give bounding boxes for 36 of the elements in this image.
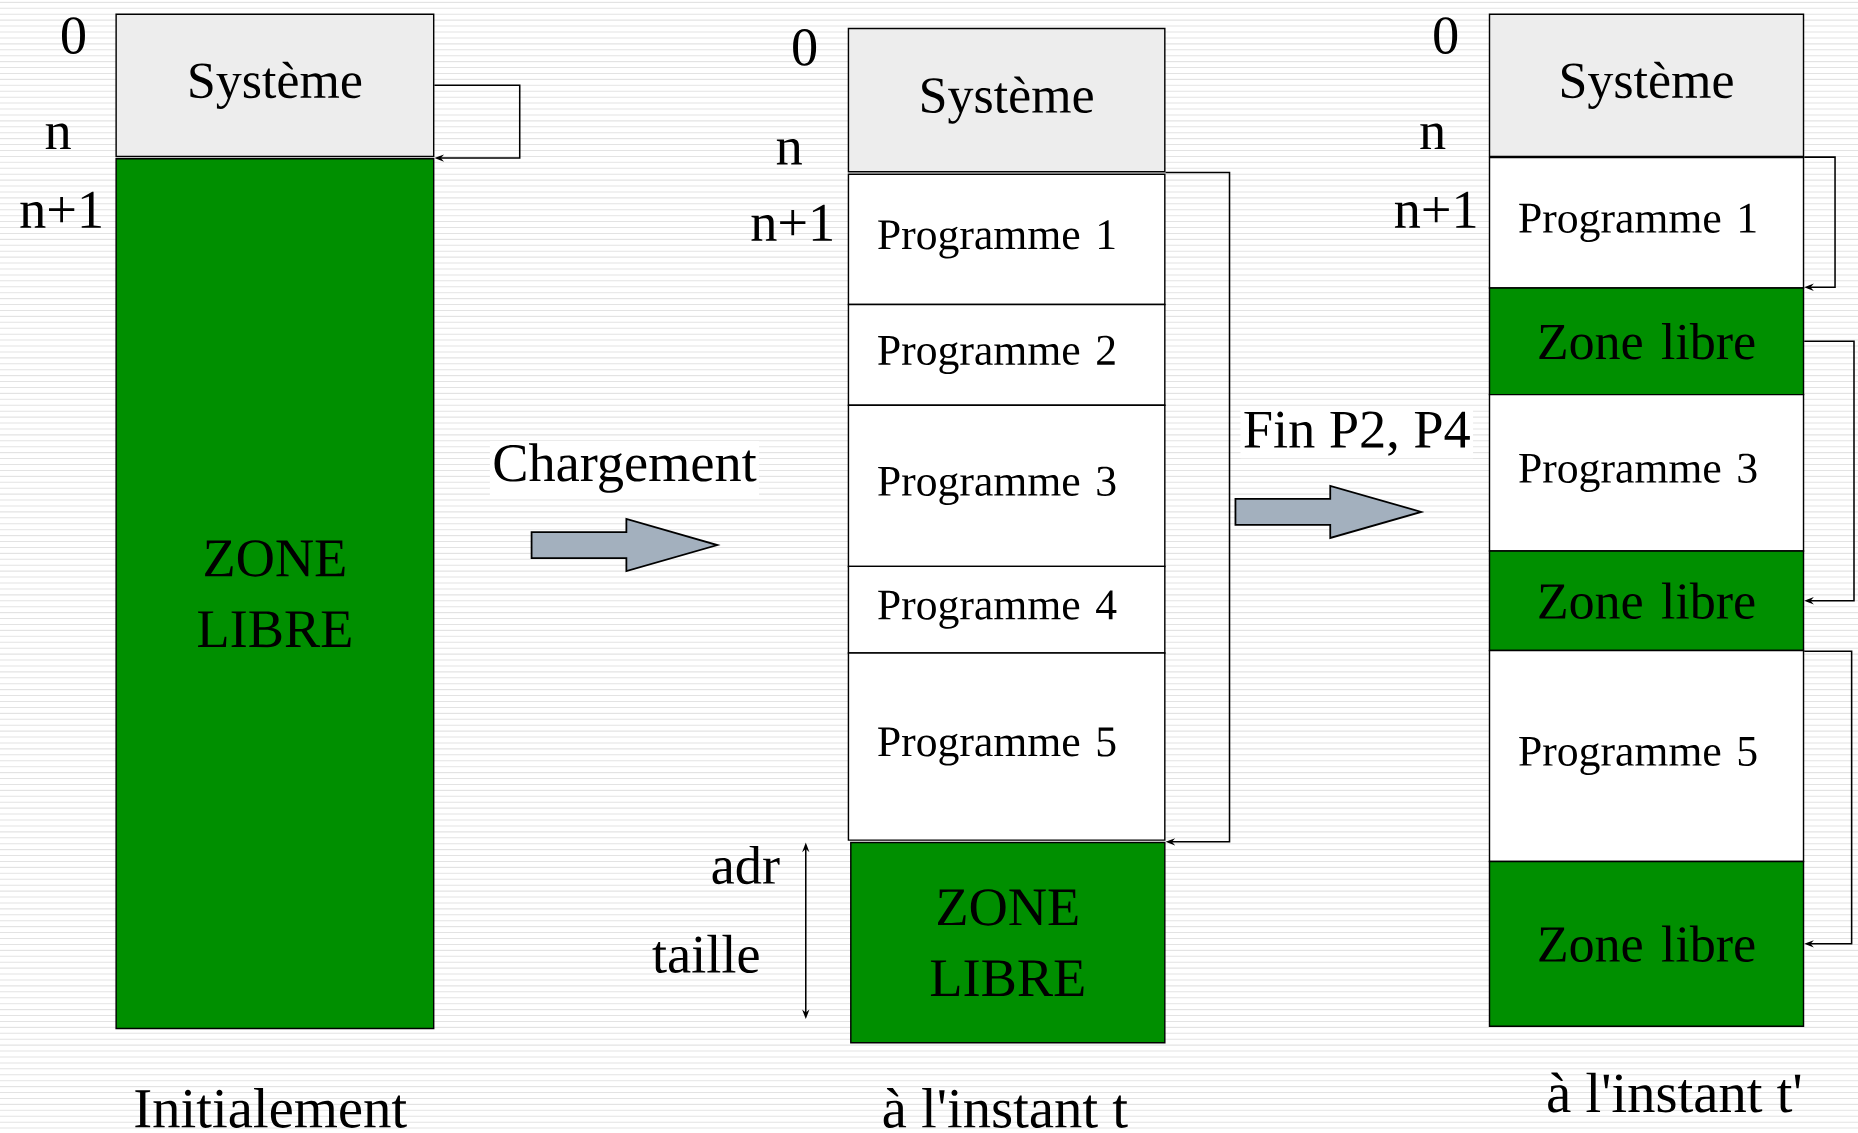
edge-label: Chargement (494, 443, 757, 493)
system-box: Système (847, 27, 1166, 173)
arrow (1803, 650, 1853, 948)
address-label: adr (712, 846, 780, 885)
free-zone-box: Zone libre (1488, 550, 1805, 652)
program-box: Programme 5 (1488, 649, 1805, 863)
edge-label: Fin P2, P4 (1244, 411, 1470, 456)
program-box: Programme 1 (847, 173, 1166, 306)
block-arrow (530, 517, 721, 573)
free-zone-box: ZONE LIBRE (115, 158, 435, 1030)
program-box: Programme 2 (847, 303, 1166, 407)
program-box: Programme 1 (1488, 157, 1805, 289)
arrow (1803, 340, 1855, 605)
caption: Initialement (135, 1088, 407, 1128)
program-box: Programme 3 (1488, 394, 1805, 552)
address-label: 0 (793, 29, 817, 66)
free-zone-box: Zone libre (1488, 287, 1805, 396)
address-label: n (776, 139, 802, 165)
free-zone-box: Zone libre (1488, 860, 1805, 1027)
arrow (1164, 171, 1231, 846)
address-label: n+1 (751, 204, 832, 241)
address-label: n (45, 123, 71, 150)
address-label: n+1 (1394, 191, 1476, 228)
address-label: n (1420, 123, 1446, 150)
program-box: Programme 3 (847, 404, 1166, 568)
system-box: Système (115, 13, 435, 158)
address-label: 0 (61, 17, 85, 54)
address-label: n+1 (20, 191, 101, 228)
address-label: 0 (1434, 17, 1458, 54)
arrow (1803, 156, 1836, 291)
free-zone-box: ZONE LIBRE (850, 841, 1166, 1044)
arrow (433, 84, 521, 162)
address-label: taille (652, 934, 759, 974)
system-box: Système (1488, 13, 1805, 158)
program-box: Programme 4 (847, 565, 1166, 654)
block-arrow (1234, 484, 1425, 540)
